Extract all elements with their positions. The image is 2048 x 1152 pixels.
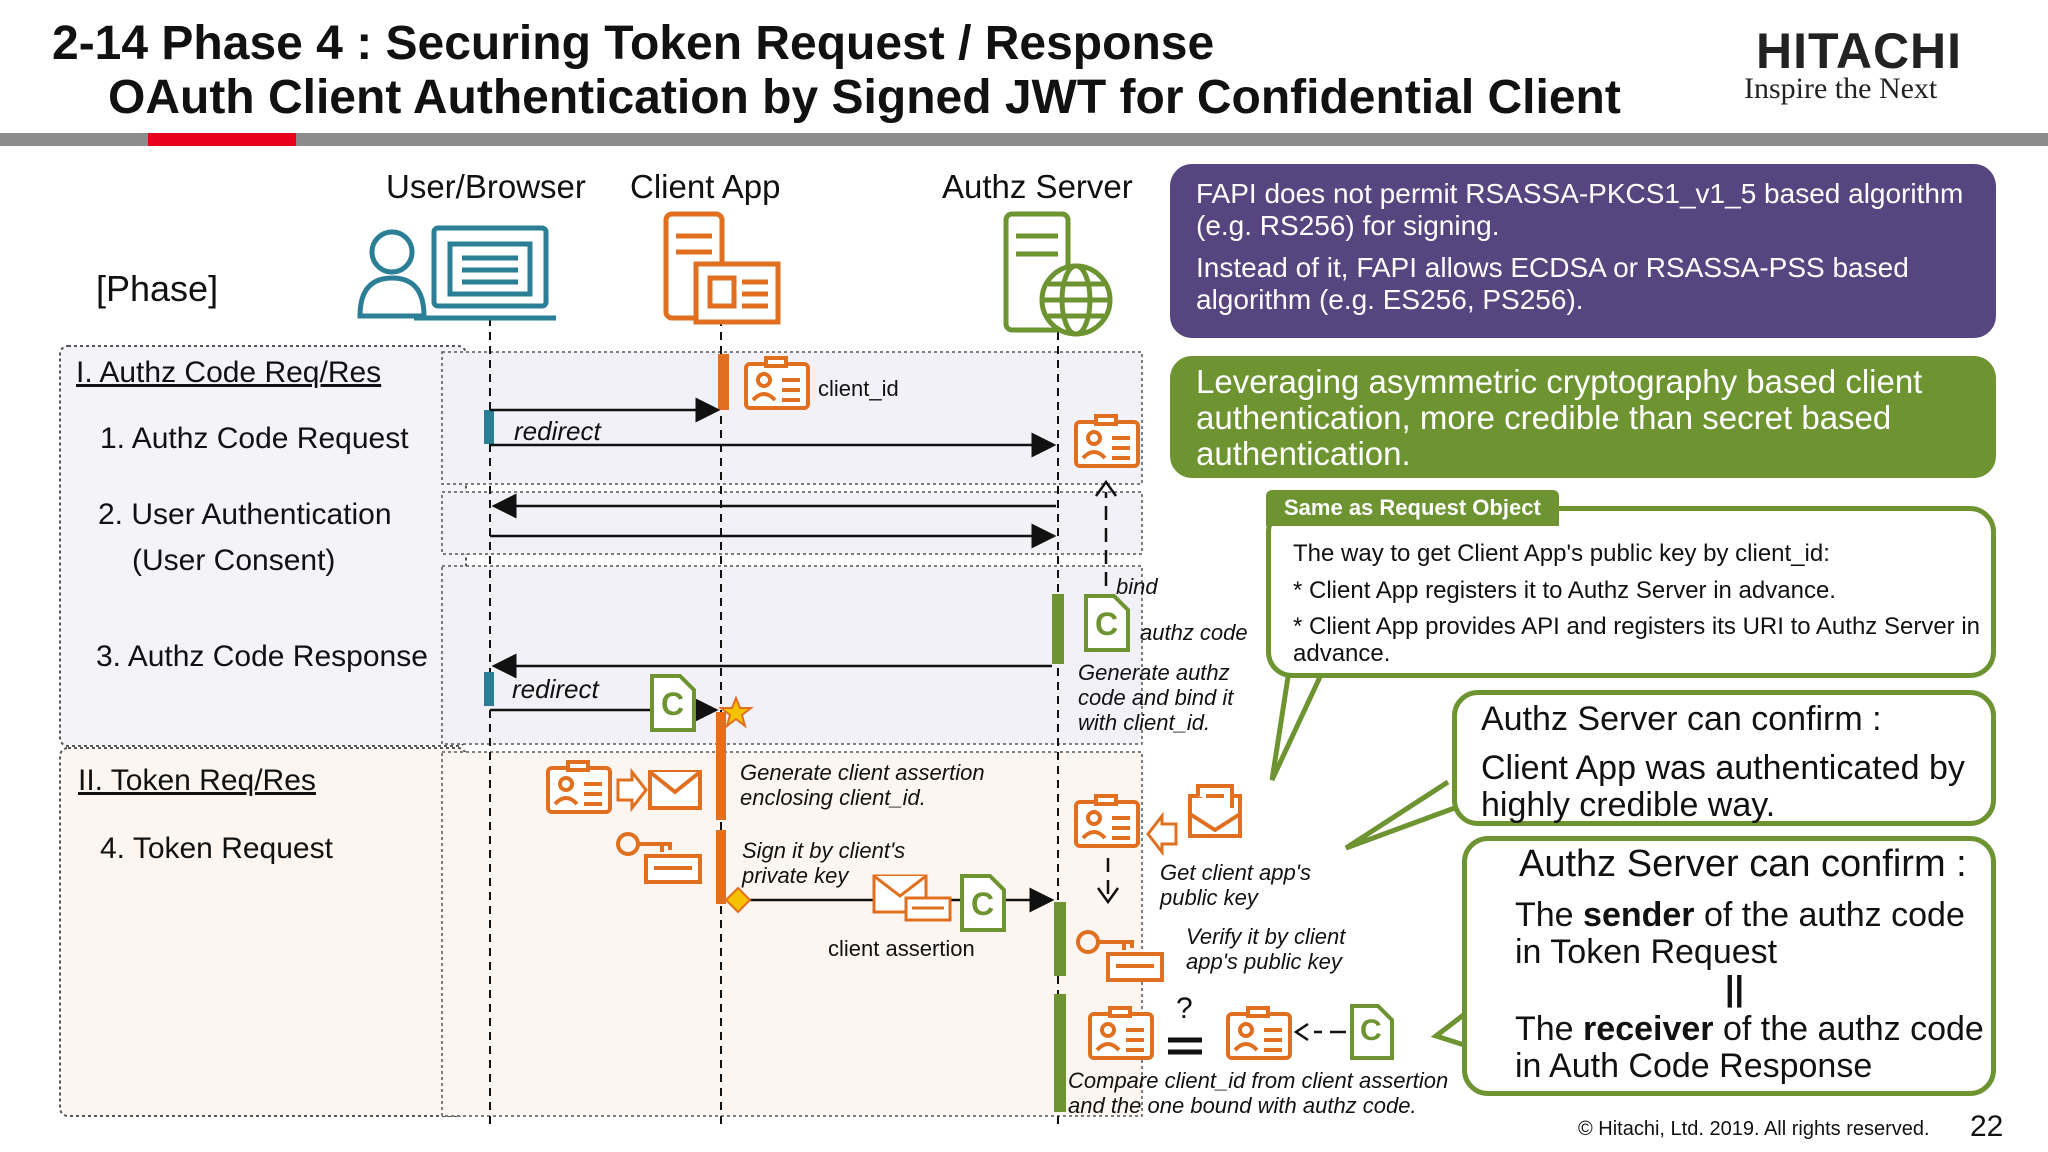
code-letter: C bbox=[971, 886, 995, 922]
copyright: © Hitachi, Ltd. 2019. All rights reserve… bbox=[1578, 1118, 1930, 1140]
dashed-arrow-left bbox=[1293, 1022, 1346, 1042]
step-1-label: 1. Authz Code Request bbox=[100, 422, 409, 455]
hitachi-tagline: Inspire the Next bbox=[1744, 72, 1938, 105]
public-key-callout: The way to get Client App's public key b… bbox=[1266, 506, 1996, 678]
code-letter: C bbox=[661, 686, 685, 722]
arrow-right-icon bbox=[616, 767, 648, 813]
header-divider bbox=[0, 133, 2048, 146]
callout-3-sender: The sender of the authz code in Token Re… bbox=[1515, 896, 1965, 971]
sign-note: Sign it by client's private key bbox=[742, 838, 906, 888]
fapi-note-line-1: FAPI does not permit RSASSA-PKCS1_v1_5 b… bbox=[1196, 178, 1964, 241]
authz-code-label: authz code bbox=[1140, 620, 1248, 645]
compare-note: Compare client_id from client assertion … bbox=[1068, 1068, 1449, 1118]
phase-label: [Phase] bbox=[96, 268, 219, 309]
id-card-icon bbox=[546, 760, 612, 814]
sender-receiver-callout: Authz Server can confirm : The sender of… bbox=[1462, 836, 1996, 1096]
title-line-1: 2-14 Phase 4 : Securing Token Request / … bbox=[52, 17, 1215, 70]
authz-code-document-icon bbox=[650, 674, 696, 732]
section-2-title: II. Token Req/Res bbox=[78, 764, 316, 797]
callout-2-line-2: Client App was authenticated by highly c… bbox=[1481, 749, 1965, 824]
client-id-label: client_id bbox=[818, 376, 899, 401]
step-3-label: 3. Authz Code Response bbox=[96, 640, 428, 673]
id-card-icon bbox=[744, 356, 810, 410]
callout-1-tail bbox=[1269, 662, 1329, 782]
column-client-app: Client App bbox=[630, 168, 781, 205]
assertion-envelope-icon bbox=[872, 874, 952, 922]
callout-2-tail bbox=[1344, 779, 1461, 851]
public-key-icon bbox=[1076, 930, 1164, 982]
verify-note: Verify it by client app's public key bbox=[1186, 924, 1346, 974]
generate-code-note: Generate authz code and bind it with cli… bbox=[1078, 660, 1234, 735]
column-user-browser: User/Browser bbox=[386, 168, 586, 205]
id-card-icon bbox=[1074, 794, 1140, 848]
client-assertion-label: client assertion bbox=[828, 936, 975, 961]
authz-code-document-icon bbox=[1350, 1004, 1394, 1060]
callout-3-equals: || bbox=[1725, 970, 1745, 1008]
callout-3-receiver: The receiver of the authz code in Auth C… bbox=[1515, 1010, 1984, 1085]
code-letter: C bbox=[1360, 1014, 1382, 1047]
section-1-title: I. Authz Code Req/Res bbox=[76, 356, 382, 389]
fapi-note-line-2: Instead of it, FAPI allows ECDSA or RSAS… bbox=[1196, 252, 1909, 315]
private-key-icon bbox=[616, 832, 702, 884]
step-2-label: 2. User Authentication bbox=[98, 498, 392, 531]
authz-code-document-icon bbox=[1084, 594, 1130, 652]
redirect-label-2: redirect bbox=[512, 674, 599, 704]
equals-icon bbox=[1168, 1037, 1202, 1055]
get-public-key-note: Get client app's public key bbox=[1160, 860, 1311, 910]
id-card-icon bbox=[1088, 1006, 1154, 1060]
generate-assertion-note: Generate client assertion enclosing clie… bbox=[740, 760, 985, 810]
diamond-icon bbox=[724, 886, 752, 914]
page-number: 22 bbox=[1970, 1110, 2004, 1143]
step-4-label: 4. Token Request bbox=[100, 832, 333, 865]
signed-envelope-icon bbox=[1188, 784, 1242, 838]
id-card-icon bbox=[1226, 1006, 1292, 1060]
section-1-panel bbox=[59, 345, 1143, 747]
star-icon bbox=[718, 695, 754, 729]
same-as-request-object-tab: Same as Request Object bbox=[1266, 490, 1559, 526]
authz-code-document-icon bbox=[960, 874, 1006, 932]
header-accent-bar bbox=[148, 133, 296, 146]
step-2-sublabel: (User Consent) bbox=[132, 544, 336, 577]
id-card-icon bbox=[1074, 414, 1140, 468]
callout-1-line-2: * Client App registers it to Authz Serve… bbox=[1293, 577, 1836, 604]
callout-2-line-1: Authz Server can confirm : bbox=[1481, 700, 1882, 738]
callout-1-line-1: The way to get Client App's public key b… bbox=[1293, 540, 1830, 567]
asymmetric-crypto-note: Leveraging asymmetric cryptography based… bbox=[1170, 356, 1996, 478]
hitachi-logo: HITACHI bbox=[1756, 23, 1963, 79]
code-letter: C bbox=[1095, 606, 1119, 642]
arrow-left-icon bbox=[1146, 811, 1178, 857]
callout-3-heading: Authz Server can confirm : bbox=[1519, 843, 1967, 885]
authenticated-callout: Authz Server can confirm : Client App wa… bbox=[1452, 690, 1996, 826]
authz-server-icon bbox=[1003, 211, 1113, 337]
user-browser-icon bbox=[357, 225, 556, 321]
title-line-2: OAuth Client Authentication by Signed JW… bbox=[108, 71, 1621, 124]
client-app-icon bbox=[663, 211, 781, 325]
question-mark: ? bbox=[1176, 992, 1193, 1025]
redirect-label-1: redirect bbox=[514, 416, 601, 446]
fapi-algorithm-note: FAPI does not permit RSASSA-PKCS1_v1_5 b… bbox=[1170, 164, 1996, 338]
column-authz-server: Authz Server bbox=[942, 168, 1133, 205]
envelope-icon bbox=[648, 770, 702, 810]
callout-1-line-3: * Client App provides API and registers … bbox=[1293, 613, 1980, 667]
bind-label: bind bbox=[1116, 574, 1158, 599]
